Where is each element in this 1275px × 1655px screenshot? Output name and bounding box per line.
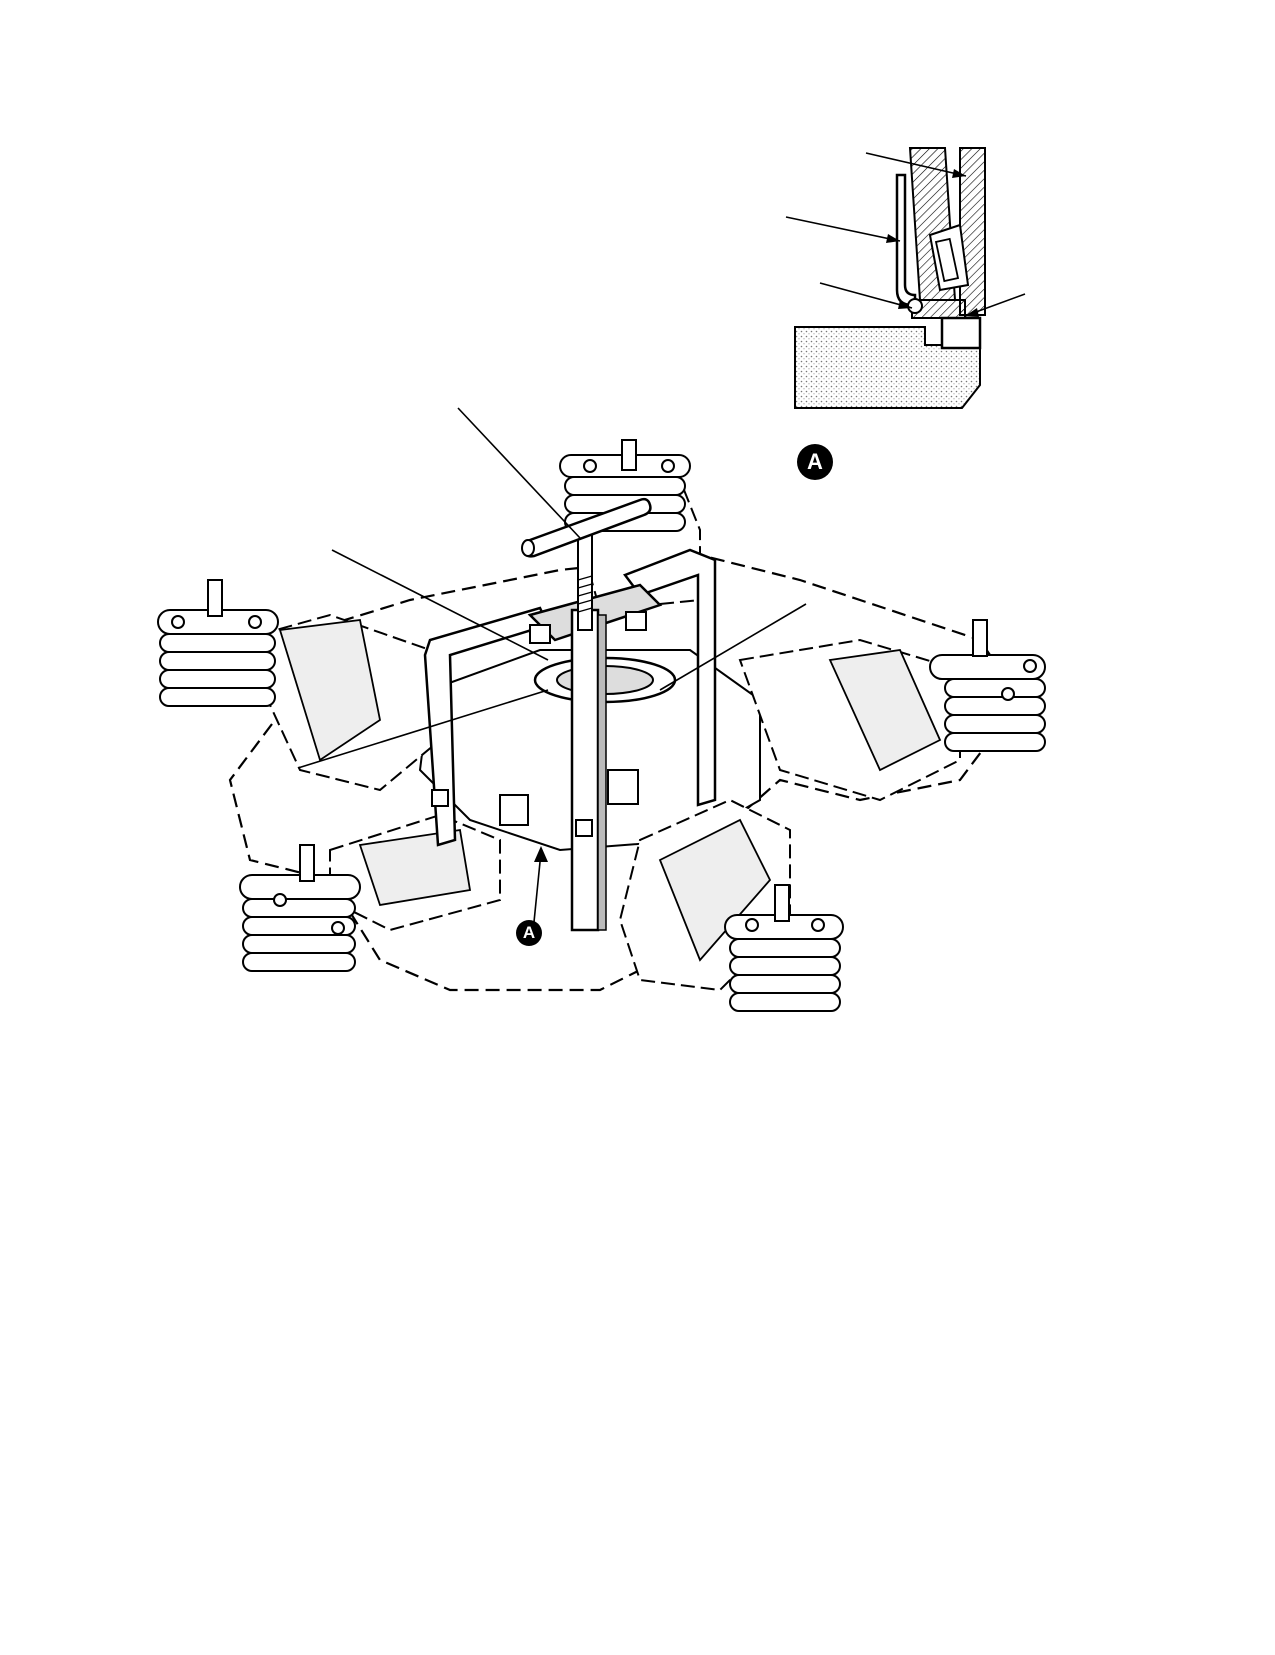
arm-front-right <box>618 798 844 1012</box>
elastomeric-stack-front-left <box>239 874 361 972</box>
leader-arrow-a-head <box>534 846 548 862</box>
main-leaders <box>297 407 807 923</box>
detail-view-a <box>785 147 1026 409</box>
leader-t-handle <box>457 407 581 539</box>
frame-nut-right <box>625 611 647 631</box>
detail-leader-2 <box>785 216 901 242</box>
frame-nut-lower-center <box>575 819 593 837</box>
arm-right <box>738 619 1046 802</box>
leader-seal-ring <box>297 689 549 769</box>
fitting-clip <box>499 794 529 826</box>
leader-puller-frame <box>331 549 549 661</box>
puller-frame <box>423 548 717 847</box>
puller-right-leg <box>623 548 717 807</box>
detail-view-callout-badge: A <box>797 444 833 480</box>
puller-center-bar-face <box>597 614 607 931</box>
frame-nut-left <box>529 624 551 644</box>
detail-base-block <box>794 326 981 409</box>
stud-right <box>972 619 988 657</box>
housing-outline-dashed <box>228 553 1022 992</box>
puller-left-leg <box>423 606 550 847</box>
detail-bearing-roller <box>934 237 960 283</box>
detail-oring <box>907 298 923 314</box>
elastomeric-stack-front-right <box>724 914 844 1012</box>
detail-leader-3 <box>819 282 913 309</box>
stud-left <box>207 579 223 617</box>
leader-hub-arm <box>659 603 807 691</box>
stud-front-right <box>774 884 790 922</box>
frame-nut-lower-left <box>431 789 449 807</box>
fitting-bracket <box>607 769 639 805</box>
elastomeric-stack-right <box>929 654 1046 752</box>
arm-left <box>157 579 442 792</box>
puller-center-bar <box>570 608 600 932</box>
detail-spacer-block <box>940 316 982 350</box>
main-assembly <box>157 439 1046 1012</box>
leader-arrow-a <box>533 851 542 923</box>
detail-inner-sleeve <box>959 147 986 316</box>
detail-leader-1 <box>865 152 967 177</box>
main-view-callout-badge: A <box>516 920 542 946</box>
stud-front-left <box>299 844 315 882</box>
stud-rear <box>621 439 637 471</box>
elastomeric-stack-left <box>157 609 279 707</box>
arm-front-left <box>239 813 501 972</box>
